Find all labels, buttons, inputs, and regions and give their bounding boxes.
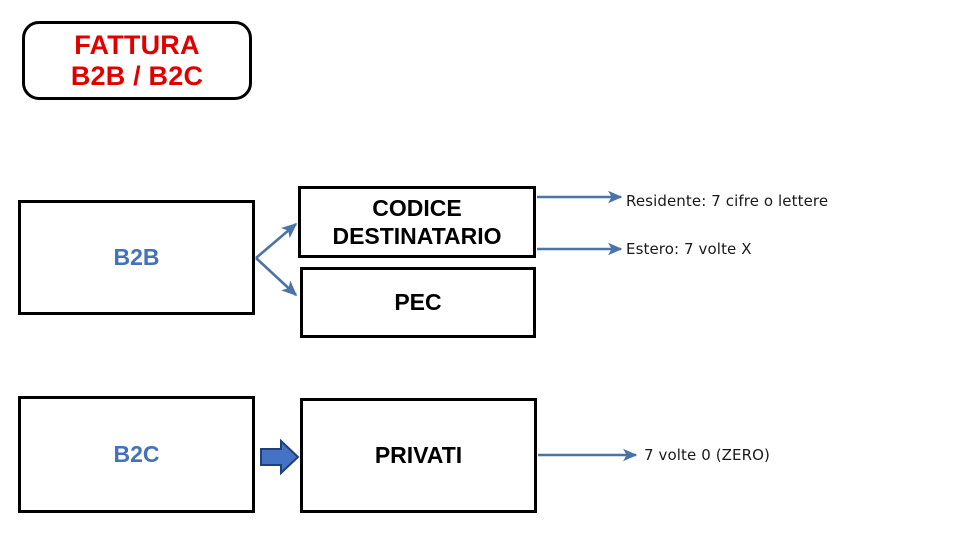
note-zero: 7 volte 0 (ZERO) — [644, 446, 771, 464]
box-pec: PEC — [300, 267, 536, 338]
codice-line-2: DESTINATARIO — [332, 223, 502, 249]
box-codice-destinatario: CODICE DESTINATARIO — [298, 186, 536, 258]
note-residente: Residente: 7 cifre o lettere — [626, 192, 829, 210]
box-b2b: B2B — [18, 200, 255, 315]
box-pec-label: PEC — [394, 289, 442, 316]
b2b-to-pec-arrow — [255, 257, 298, 297]
b2c-to-privati-block-arrow — [260, 438, 300, 476]
box-codice-destinatario-label: CODICE DESTINATARIO — [332, 194, 501, 250]
title-line-2: B2B / B2C — [70, 60, 204, 91]
b2b-to-codice-arrow — [255, 222, 298, 259]
box-privati-label: PRIVATI — [374, 442, 463, 469]
title-box: FATTURA B2B / B2C — [22, 21, 252, 100]
box-b2c: B2C — [18, 396, 255, 513]
codice-line-1: CODICE — [372, 194, 462, 221]
box-b2b-label: B2B — [113, 244, 160, 270]
title-line-1: FATTURA — [74, 30, 200, 61]
box-privati: PRIVATI — [300, 398, 537, 513]
note-estero: Estero: 7 volte X — [626, 240, 752, 258]
box-b2c-label: B2C — [113, 441, 160, 467]
